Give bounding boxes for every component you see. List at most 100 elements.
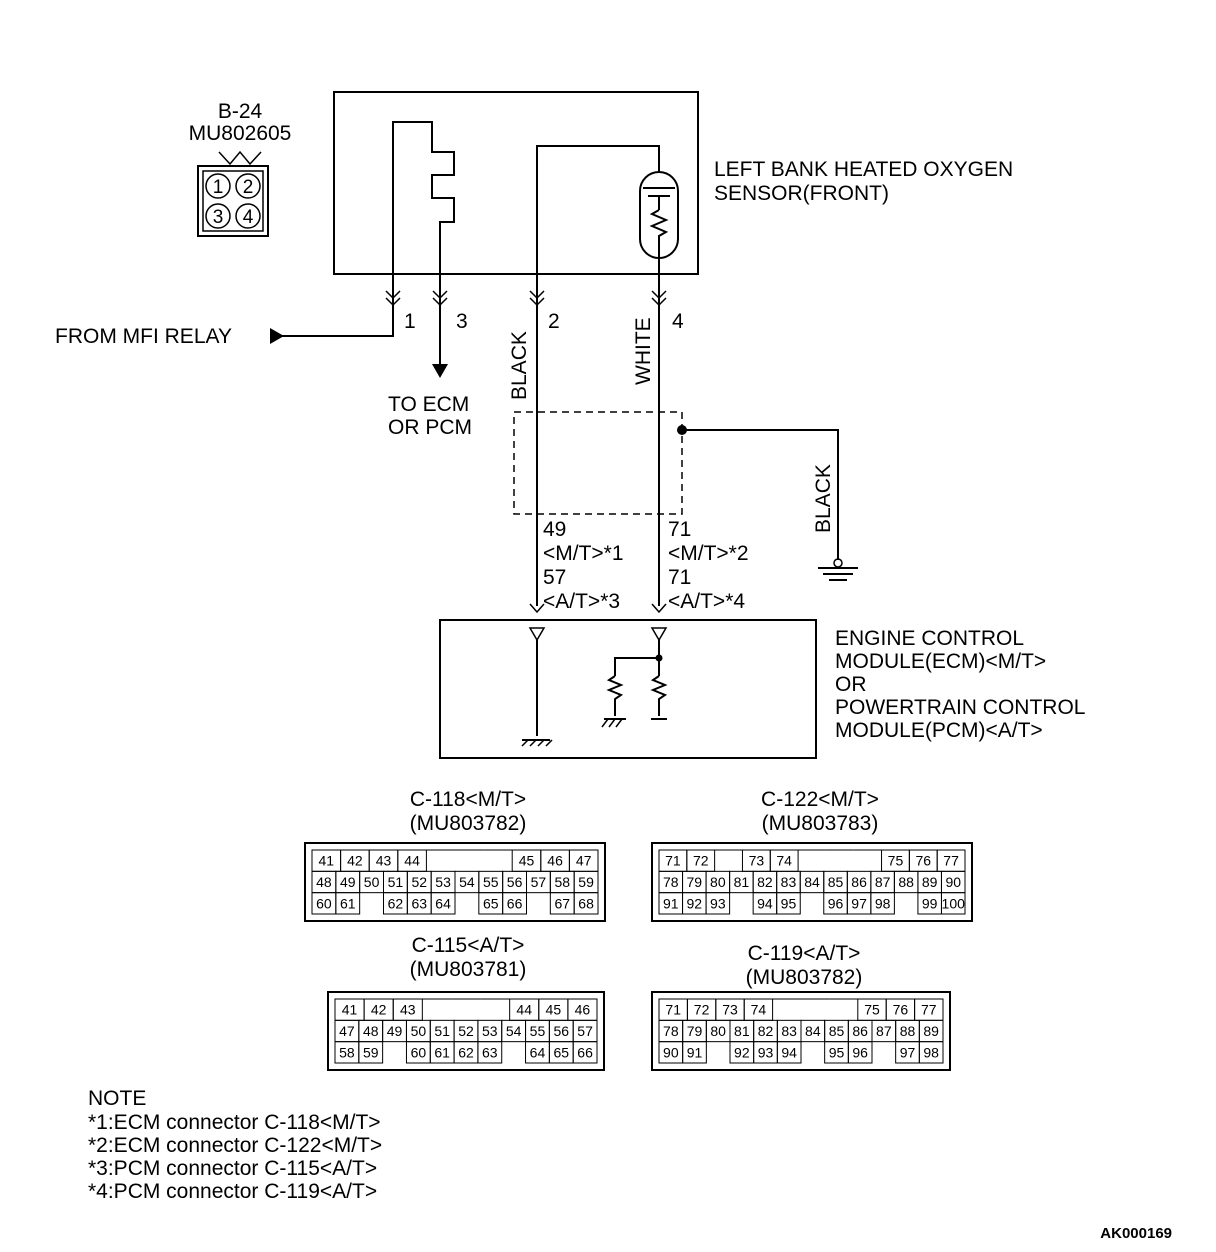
- ecm-pin-left-2: <M/T>*1: [543, 542, 624, 565]
- pin-1-label: 1: [404, 310, 416, 333]
- connector-pin-label: 55: [483, 874, 499, 890]
- wire-color-black: BLACK: [508, 331, 531, 400]
- connector-pin-label: 47: [339, 1023, 355, 1039]
- ecm-label-line5: MODULE(PCM)<A/T>: [835, 719, 1043, 742]
- connector-pin-label: 97: [900, 1044, 916, 1060]
- connector-pin-label: 81: [734, 874, 750, 890]
- connector-b24-face-icon: 1 2 3 4: [197, 150, 269, 237]
- ecm-box: [439, 619, 817, 759]
- connector-pin-label: 59: [578, 874, 594, 890]
- c119-title: C-119<A/T>: [748, 942, 861, 965]
- pin-3-label: 3: [456, 310, 468, 333]
- connector-pin-label: 45: [546, 1002, 562, 1018]
- connector-pin-label: 76: [915, 853, 931, 869]
- connector-pin-label: 73: [749, 853, 765, 869]
- connector-pin-label: 51: [388, 874, 404, 890]
- connector-pin-label: 88: [900, 1023, 916, 1039]
- connector-cell: [477, 1041, 503, 1064]
- connector-pin-label: 86: [851, 874, 867, 890]
- connector-pin-label: 41: [342, 1002, 358, 1018]
- connector-pin-label: 62: [458, 1044, 474, 1060]
- sensor-box: [333, 91, 699, 275]
- connector-pin-label: 99: [922, 895, 938, 911]
- connector-pin-label: 78: [663, 1023, 679, 1039]
- connector-cell: [847, 1041, 873, 1064]
- connector-frame: [304, 842, 606, 922]
- connector-pin-label: 53: [435, 874, 451, 890]
- connector-pin-label: 50: [411, 1023, 427, 1039]
- connector-pin-label: 76: [893, 1002, 909, 1018]
- connector-pin-label: 68: [578, 895, 594, 911]
- connector-pin-label: 43: [376, 853, 392, 869]
- connector-pin-label: 77: [921, 1002, 937, 1018]
- connector-pin-label: 46: [547, 853, 563, 869]
- connector-pin-label: 42: [347, 853, 363, 869]
- connector-pin-label: 74: [776, 853, 792, 869]
- connector-pin-label: 82: [757, 874, 773, 890]
- connector-pin-label: 48: [316, 874, 332, 890]
- connector-cell: [682, 1041, 707, 1064]
- ecm-pin-left-3: 57: [543, 566, 566, 589]
- ecm-terminal-arrows-icon: [529, 603, 667, 614]
- to-ecm-line2: OR PCM: [388, 416, 472, 439]
- pin-2-label: 2: [548, 310, 560, 333]
- connector-pin-label: 54: [459, 874, 475, 890]
- connector-pin-label: 79: [687, 874, 703, 890]
- connector-pin-label: 72: [694, 1002, 710, 1018]
- mfi-relay-wire: [280, 305, 394, 337]
- connector-b24-id: B-24: [218, 100, 263, 123]
- ecm-pin-right-2: <M/T>*2: [668, 542, 749, 565]
- connector-frame: [327, 991, 605, 1071]
- pin-4-label: 4: [672, 310, 684, 333]
- connector-pin-label: 63: [411, 895, 427, 911]
- ecm-label-line1: ENGINE CONTROL: [835, 627, 1024, 650]
- connector-pin-label: 53: [482, 1023, 498, 1039]
- b24-pin-4: 4: [243, 207, 254, 228]
- connector-cell: [572, 1041, 598, 1064]
- ground-symbol-icon: [818, 558, 858, 581]
- connector-cell: [358, 1041, 384, 1064]
- sensor-label-line2: SENSOR(FRONT): [714, 182, 889, 205]
- from-mfi-relay-label: FROM MFI RELAY: [55, 325, 232, 348]
- c115-title: C-115<A/T>: [412, 934, 525, 957]
- connector-pin-label: 75: [888, 853, 904, 869]
- shield-box: [513, 411, 683, 515]
- wire-color-ground: BLACK: [812, 464, 835, 533]
- connector-pin-label: 73: [722, 1002, 738, 1018]
- connector-pin-label: 64: [530, 1044, 546, 1060]
- connector-pin-label: 98: [923, 1044, 939, 1060]
- to-ecm-arrow-icon: [432, 364, 448, 378]
- connector-pin-label: 82: [758, 1023, 774, 1039]
- connector-pin-label: 87: [876, 1023, 892, 1039]
- connector-pin-label: 59: [363, 1044, 379, 1060]
- connector-pin-label: 78: [663, 874, 679, 890]
- connector-pin-label: 61: [340, 895, 356, 911]
- connector-pin-label: 71: [665, 853, 681, 869]
- connector-pin-label: 80: [710, 874, 726, 890]
- c118-part: (MU803782): [410, 812, 527, 835]
- connector-pin-label: 100: [942, 895, 966, 911]
- connector-pin-label: 42: [371, 1002, 387, 1018]
- heater-element-icon: [392, 121, 455, 305]
- connector-pin-label: 91: [663, 895, 679, 911]
- connector-pin-label: 77: [943, 853, 959, 869]
- connector-pin-label: 65: [483, 895, 499, 911]
- connector-pin-label: 94: [757, 895, 773, 911]
- note-line-2: *2:ECM connector C-122<M/T>: [88, 1134, 382, 1157]
- c118-title: C-118<M/T>: [410, 788, 526, 811]
- wire-color-white: WHITE: [632, 317, 655, 385]
- connector-pin-label: 88: [898, 874, 914, 890]
- connector-pin-label: 60: [411, 1044, 427, 1060]
- connector-pin-label: 75: [864, 1002, 880, 1018]
- connector-pin-label: 65: [553, 1044, 569, 1060]
- connector-pin-label: 46: [575, 1002, 591, 1018]
- connector-cell: [776, 892, 801, 915]
- connector-pin-label: 96: [828, 895, 844, 911]
- connector-pin-label: 97: [851, 895, 867, 911]
- connector-pin-label: 93: [758, 1044, 774, 1060]
- note-title: NOTE: [88, 1087, 146, 1110]
